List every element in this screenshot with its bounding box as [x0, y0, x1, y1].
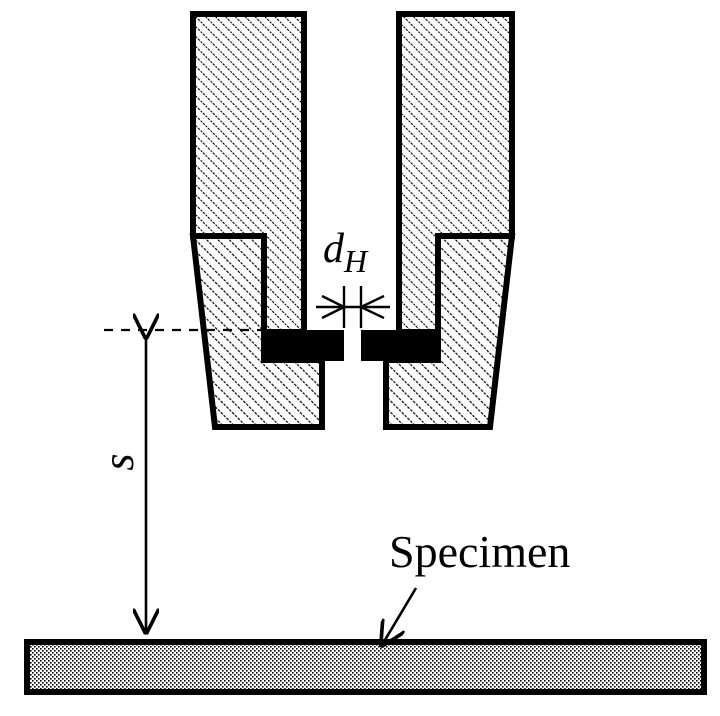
nozzle-diameter-subscript: H: [343, 243, 369, 279]
specimen-plate: [24, 639, 707, 695]
orifice-diameter-marker: [316, 286, 390, 328]
specimen-label: Specimen: [389, 526, 570, 577]
specimen-leader-arrow: [382, 587, 418, 645]
nozzle-diameter-label: dH: [323, 226, 369, 279]
orifice-plate-right: [361, 330, 441, 361]
orifice-plate-left: [263, 330, 344, 361]
standoff-distance-label: s: [94, 453, 143, 470]
nozzle-diameter-symbol: d: [323, 226, 345, 272]
